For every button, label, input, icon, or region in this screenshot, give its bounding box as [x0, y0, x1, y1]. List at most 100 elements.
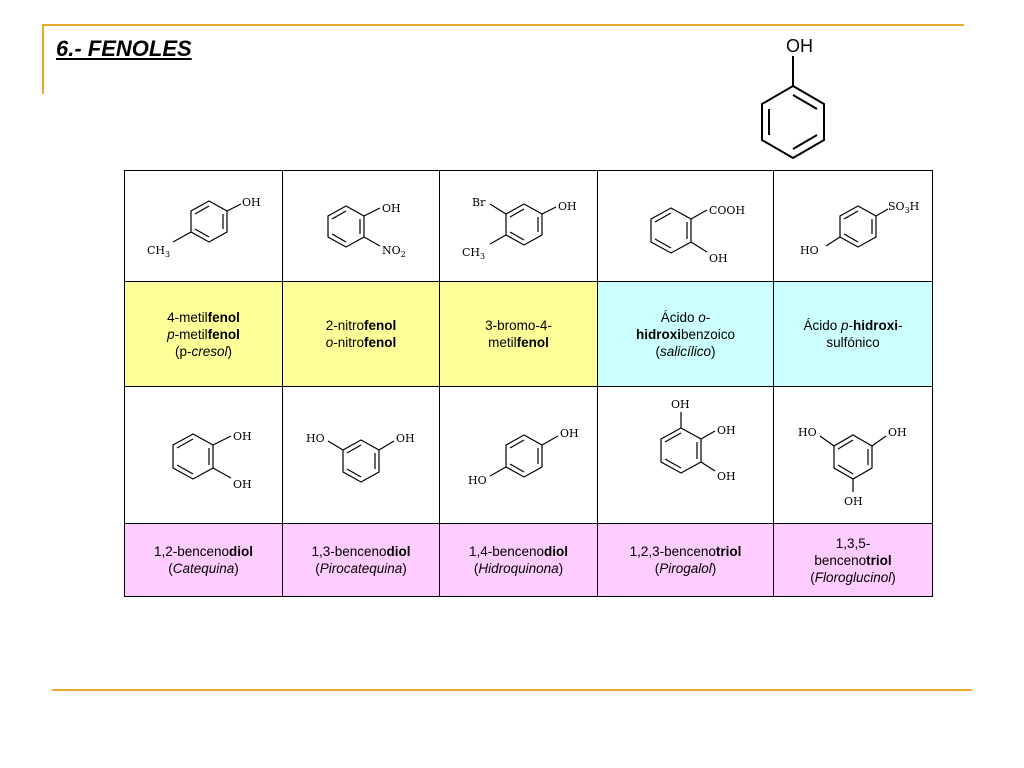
name-part: ( [315, 561, 320, 576]
name-part: 1,2-benceno [153, 544, 230, 559]
name-part-bold: fenol [364, 335, 397, 350]
name-part: 3-bromo-4- [485, 318, 552, 333]
name-cell-acido-p-hidroxisulfonico: Ácido p-hidroxi- sulfónico [773, 281, 933, 387]
molecule-hidroquinona: OH HO [468, 427, 579, 487]
name-part-bold: fenol [207, 326, 240, 342]
name-part: 1,2,3-benceno [629, 544, 716, 559]
name-part-bold: fenol [516, 335, 549, 350]
name-part: - [705, 309, 711, 325]
ch-label: CH [462, 246, 480, 259]
subscript-3: 3 [165, 250, 170, 259]
oh-label: OH [396, 432, 415, 445]
name-part: ) [234, 561, 239, 576]
oh-label: OH [844, 495, 863, 508]
name-part-italic: Catequina [172, 561, 235, 576]
structures-row-2: OH OH HO OH [124, 386, 933, 524]
name-part: ( [810, 569, 815, 585]
subscript-3: 3 [905, 206, 910, 215]
molecule-pirocatequina: HO OH [306, 432, 415, 483]
names-row-1: 4-metilfenol p-metilfenol (p-cresol) 2-n… [124, 281, 933, 387]
name-part: ( [654, 561, 660, 576]
name-part-italic: p [167, 326, 175, 342]
phenol-oh-label: OH [786, 36, 813, 56]
oh-label: OH [888, 426, 907, 439]
name-part: ( [655, 343, 660, 359]
name-part-bold: diol [229, 544, 254, 559]
ho-label: HO [798, 426, 817, 439]
name-part: Ácido [803, 318, 841, 333]
top-rule [42, 24, 964, 26]
name-cell-catequina: 1,2-bencenodiol (Catequina) [124, 523, 283, 597]
phenol-structure: OH [761, 36, 825, 160]
oh-label: OH [560, 427, 579, 440]
ho-label: HO [800, 244, 819, 257]
molecule-acido-p-hidroxisulfonico: SO3H HO [800, 200, 919, 257]
ho-label: HO [306, 432, 325, 445]
oh-label: OH [382, 202, 401, 215]
name-part-bold: diol [386, 544, 411, 559]
structure-cell-catequina: OH OH [124, 386, 283, 524]
name-part-italic: o [698, 309, 706, 325]
name-part: ) [711, 561, 717, 576]
svg-text:CH3: CH3 [462, 246, 485, 261]
structure-cell-4-metilfenol: OH CH3 [124, 170, 283, 282]
structure-cell-2-nitrofenol: OH NO2 [282, 170, 440, 282]
oh-label: OH [717, 424, 736, 437]
name-part-italic: Pirogalol [659, 561, 712, 576]
name-part: (p- [174, 343, 192, 359]
name-part-bold: fenol [364, 318, 397, 333]
name-part-bold: fenol [207, 309, 240, 325]
name-part: metil [488, 335, 517, 350]
name-part-italic: salicílico [659, 343, 711, 359]
structures-row-1: OH CH3 OH NO2 [124, 170, 933, 282]
molecule-3-bromo-4-metilfenol: Br OH CH3 [462, 196, 577, 261]
oh-label: OH [233, 430, 252, 443]
name-part: ) [711, 343, 716, 359]
structure-cell-pirocatequina: HO OH [282, 386, 440, 524]
name-cell-floroglucinol: 1,3,5- bencenotriol (Floroglucinol) [773, 523, 933, 597]
oh-label: OH [242, 196, 261, 209]
name-part-italic: cresol [191, 343, 228, 359]
name-part: ) [402, 561, 407, 576]
name-part: Ácido [660, 309, 699, 325]
name-cell-acido-salicilico: Ácido o- hidroxibenzoico (salicílico) [597, 281, 774, 387]
name-part-italic: o [325, 335, 334, 350]
name-part-bold: diol [544, 544, 569, 559]
name-part: - [898, 318, 903, 333]
name-part: 4-metil [167, 309, 208, 325]
slide-title: 6.- FENOLES [56, 36, 192, 61]
name-part: -metil [174, 326, 208, 342]
name-part-bold: hidroxi [635, 326, 681, 342]
name-part: ) [558, 561, 564, 576]
subscript-3: 3 [480, 252, 485, 261]
name-part-italic: Pirocatequina [319, 561, 403, 576]
molecule-acido-salicilico: COOH OH [649, 204, 745, 265]
name-cell-hidroquinona: 1,4-bencenodiol (Hidroquinona) [439, 523, 598, 597]
name-part: - [848, 318, 854, 333]
name-part-italic: p [841, 318, 849, 333]
oh-label: OH [709, 252, 728, 265]
name-cell-3-bromo-4-metilfenol: 3-bromo-4- metilfenol [439, 281, 598, 387]
so-label: SO [888, 200, 905, 213]
name-part-bold: triol [715, 544, 742, 559]
name-part: ( [168, 561, 173, 576]
svg-text:CH3: CH3 [147, 244, 170, 259]
name-part: 1,4-benceno [468, 544, 545, 559]
molecule-floroglucinol: HO OH OH [798, 426, 907, 508]
name-part: sulfónico [826, 335, 880, 350]
name-part-bold: hidroxi [853, 318, 899, 333]
oh-label: OH [717, 470, 736, 483]
name-cell-4-metilfenol: 4-metilfenol p-metilfenol (p-cresol) [124, 281, 283, 387]
name-part: 2-nitro [325, 318, 364, 333]
subscript-2: 2 [401, 250, 406, 259]
name-part-bold: triol [866, 552, 892, 568]
svg-text:SO3H: SO3H [888, 200, 919, 215]
name-cell-pirogalol: 1,2,3-bencenotriol (Pirogalol) [597, 523, 774, 597]
oh-label: OH [558, 200, 577, 213]
structure-cell-pirogalol: OH OH OH [597, 386, 774, 524]
name-part: 1,3,5- [835, 535, 871, 551]
br-label: Br [472, 196, 486, 209]
name-cell-pirocatequina: 1,3-bencenodiol (Pirocatequina) [282, 523, 440, 597]
name-part: benzoico [680, 326, 736, 342]
name-part: ) [227, 343, 233, 359]
